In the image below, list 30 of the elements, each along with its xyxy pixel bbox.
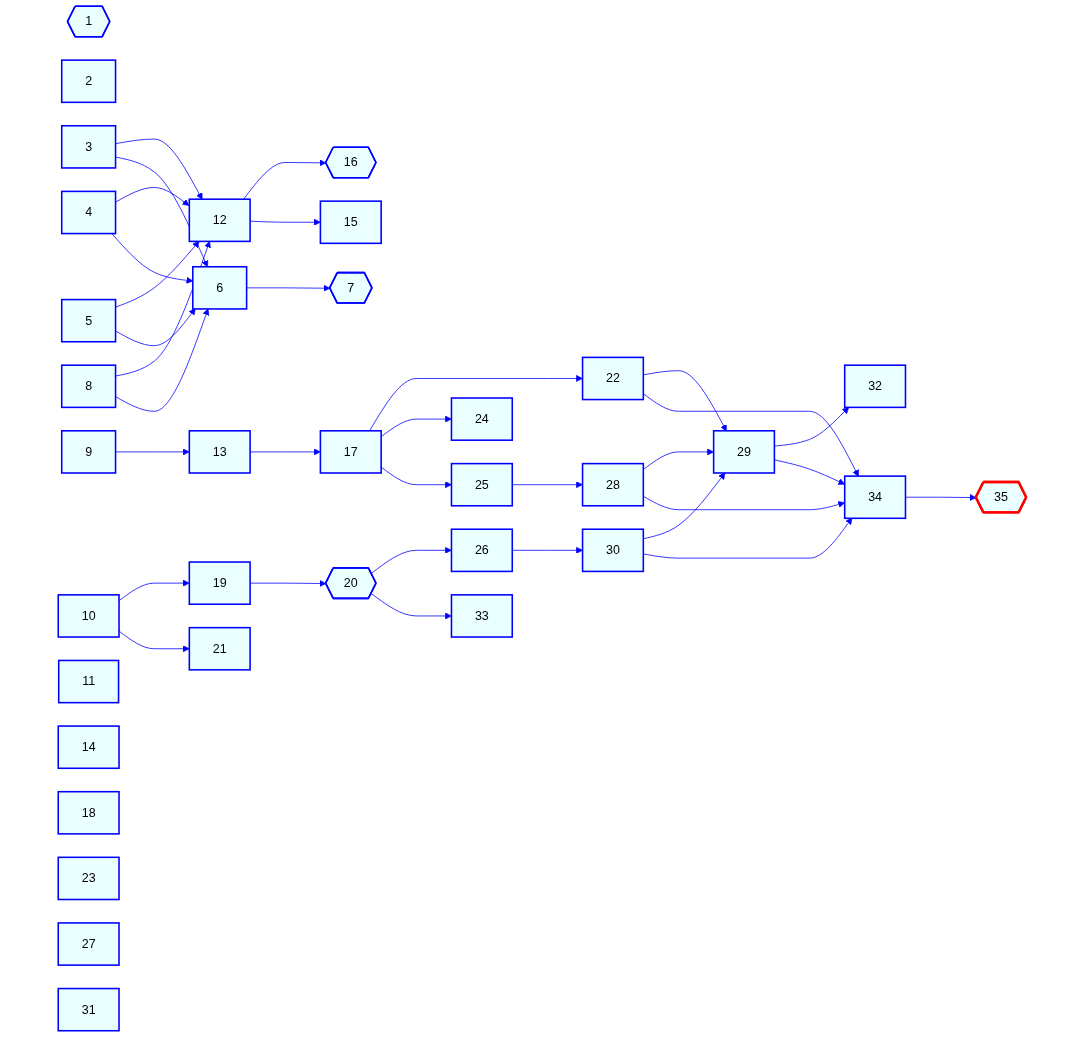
node-box: 17	[319, 430, 383, 474]
node-box: 26	[451, 528, 514, 573]
node-box: 2	[61, 59, 117, 104]
node-box: 4	[61, 190, 117, 235]
node-box: 21	[188, 626, 252, 671]
node-box: 27	[57, 922, 121, 966]
node-box: 28	[582, 462, 645, 507]
node-box: 29	[713, 430, 776, 474]
node-box: 32	[844, 364, 907, 409]
node-box: 22	[582, 356, 645, 401]
node-box: 3	[61, 125, 117, 169]
node-box: 5	[61, 298, 117, 343]
node-box: 30	[582, 528, 645, 573]
node-box: 18	[57, 790, 121, 835]
node-box: 15	[319, 200, 383, 245]
node-box: 9	[61, 430, 117, 474]
node-box: 14	[57, 725, 121, 770]
node-box: 8	[61, 364, 117, 409]
node-box: 12	[188, 198, 252, 243]
node-box: 19	[188, 561, 252, 605]
node-box: 24	[451, 397, 514, 441]
node-box: 11	[58, 659, 120, 704]
node-box: 25	[451, 462, 514, 507]
node-box: 6	[192, 266, 248, 310]
node-box: 33	[451, 594, 514, 638]
node-box: 23	[57, 856, 121, 901]
node-box: 31	[57, 987, 121, 1032]
node-box: 13	[188, 430, 252, 474]
node-box: 10	[57, 594, 121, 638]
node-box: 34	[844, 475, 907, 520]
